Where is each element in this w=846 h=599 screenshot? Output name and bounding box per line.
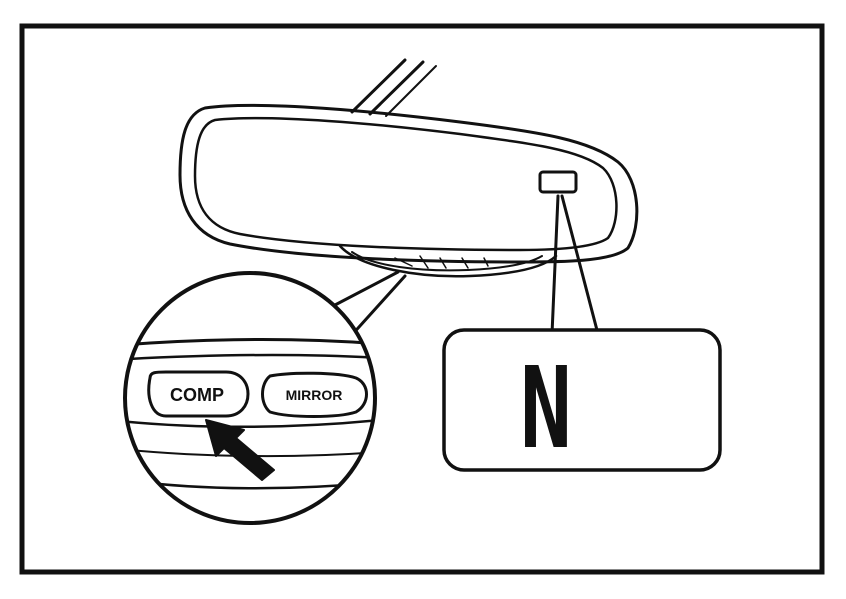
sensor-window [538, 170, 578, 194]
display-callout: N [442, 328, 722, 474]
diagram-frame [19, 23, 825, 575]
arrow-icon [205, 419, 275, 481]
display-leader [550, 194, 600, 336]
comp-button-label: COMP [170, 385, 224, 405]
comp-button[interactable]: COMP [147, 370, 250, 418]
mirror-button[interactable]: MIRROR [261, 371, 368, 418]
mirror-button-label: MIRROR [286, 387, 343, 403]
display-indicator-character: N [520, 344, 572, 474]
rearview-mirror [178, 103, 639, 278]
mirror-stem [350, 58, 437, 117]
